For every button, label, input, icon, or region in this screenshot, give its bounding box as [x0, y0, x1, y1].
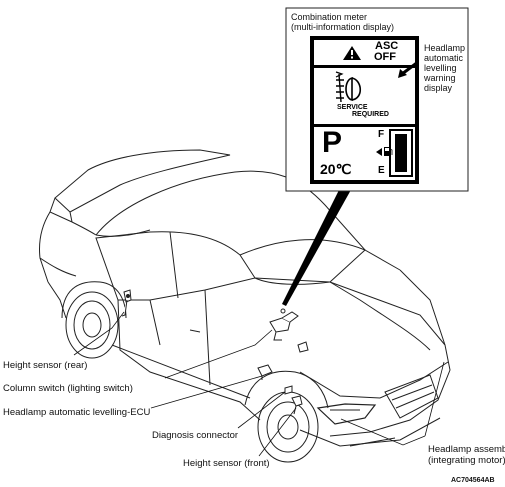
leader-height-rear — [73, 311, 125, 356]
leader-height-front — [258, 407, 297, 457]
leader-lines — [73, 311, 445, 457]
service-label: SERVICE — [337, 104, 368, 111]
leader-levelling-ecu — [150, 375, 263, 409]
headlamp-assembly-label-1: Headlamp assembly — [428, 444, 505, 455]
warning-display-label-3: levelling — [424, 63, 457, 73]
warning-display-label-2: automatic — [424, 53, 464, 63]
meter-asc-panel — [314, 40, 415, 65]
height-sensor-rear-label: Height sensor (rear) — [3, 360, 88, 371]
car-details — [189, 308, 309, 353]
required-label: REQUIRED — [352, 111, 389, 118]
asc-label: ASC — [375, 40, 399, 52]
leader-headlamp-1 — [340, 418, 426, 446]
diagnosis-connector-label: Diagnosis connector — [152, 430, 239, 441]
warning-display-label-5: display — [424, 83, 453, 93]
fuel-empty-label: E — [378, 165, 385, 176]
levelling-ecu-label: Headlamp automatic levelling-ECU — [3, 407, 151, 418]
headlamp-levelling-icon — [335, 71, 362, 103]
height-sensor-front-label: Height sensor (front) — [183, 458, 270, 469]
warning-triangle-icon — [343, 46, 361, 60]
diagnosis-connector-part — [284, 385, 293, 395]
height-sensor-rear-part — [121, 289, 132, 317]
fuel-pump-icon — [384, 147, 393, 156]
levelling-ecu-part — [257, 364, 273, 380]
fuel-gauge — [376, 129, 413, 177]
temperature-readout: 20℃ — [320, 161, 352, 177]
fuel-side-arrow-icon — [376, 148, 382, 156]
meter-title-line2: (multi-information display) — [291, 22, 395, 32]
leader-headlamp-2 — [424, 361, 445, 437]
warning-display-arrow — [398, 60, 419, 78]
leader-diagnosis — [237, 391, 286, 429]
leader-column-switch — [164, 329, 273, 379]
meter-pointer — [282, 188, 352, 306]
warning-display-label-1: Headlamp — [424, 43, 466, 53]
column-switch-part — [269, 311, 299, 341]
off-label: OFF — [374, 51, 396, 63]
meter-title-line1: Combination meter — [291, 12, 368, 22]
column-switch-label: Column switch (lighting switch) — [3, 383, 133, 394]
car-outline — [39, 149, 451, 447]
height-sensor-front-part — [291, 395, 303, 415]
gear-indicator: P — [322, 126, 343, 159]
fuel-full-label: F — [378, 129, 385, 140]
figure-code: AC704564AB — [451, 477, 495, 484]
headlamp-assembly-label-2: (integrating motor) — [428, 455, 505, 466]
warning-display-label-4: warning — [424, 73, 456, 83]
